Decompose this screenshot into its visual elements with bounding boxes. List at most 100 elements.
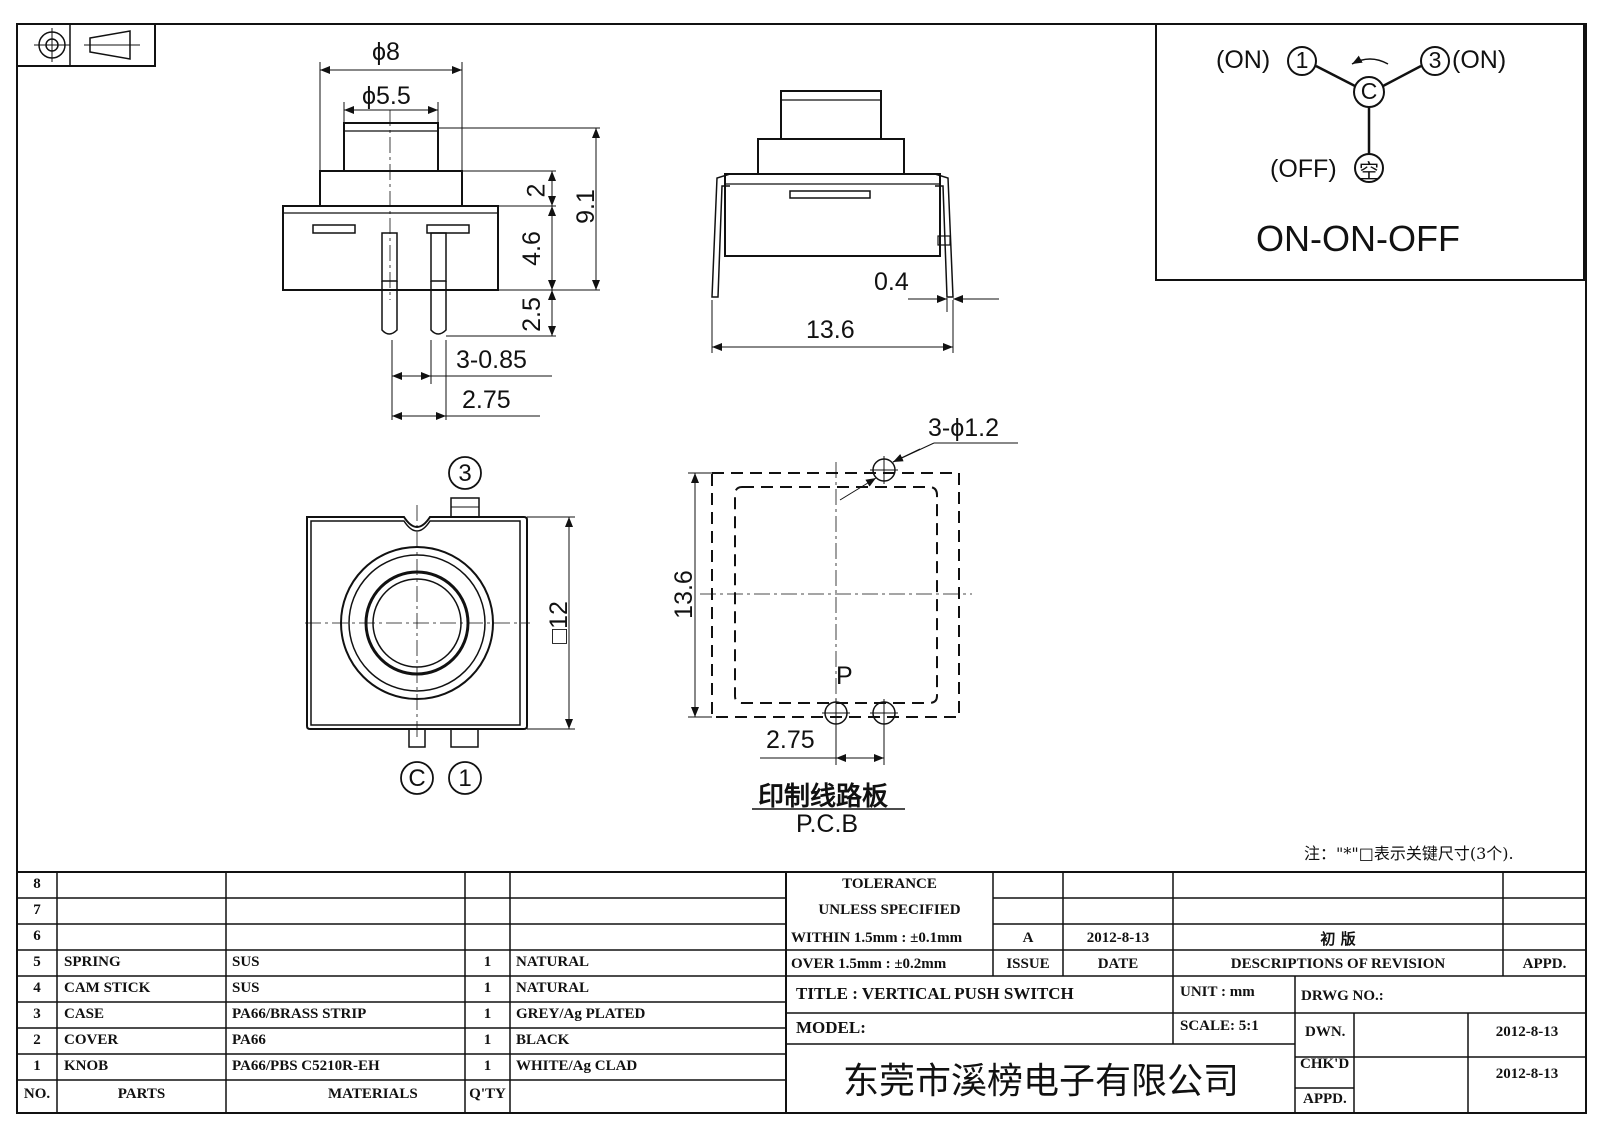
date-label: DATE bbox=[1097, 956, 1139, 972]
drwg-no-label: DRWG NO.: bbox=[1301, 988, 1384, 1004]
dwn-date: 2012-8-13 bbox=[1495, 1024, 1559, 1040]
schematic-mode: ON-ON-OFF bbox=[1256, 218, 1460, 259]
table-cell-part: COVER bbox=[64, 1032, 119, 1048]
table-row-no: 1 bbox=[33, 1058, 41, 1074]
descriptions-label: DESCRIPTIONS OF REVISION bbox=[1230, 956, 1446, 972]
table-row-no: 5 bbox=[33, 954, 41, 970]
table-cell-material: PA66 bbox=[232, 1032, 266, 1048]
dim-lead: 0.4 bbox=[874, 268, 909, 296]
dim-h4-6: 4.6 bbox=[517, 231, 546, 266]
projection-symbol bbox=[16, 23, 156, 67]
top-view-dimensions bbox=[527, 516, 575, 730]
dim-h2-5: 2.5 bbox=[517, 297, 546, 332]
table-cell-qty: 1 bbox=[483, 1006, 492, 1022]
dim-pcb-height: 13.6 bbox=[669, 570, 698, 619]
table-cell-part: SPRING bbox=[64, 954, 121, 970]
issue-label: ISSUE bbox=[1006, 956, 1050, 972]
schematic-pin3-circle bbox=[1420, 46, 1450, 76]
dim-pitch-side: 2.75 bbox=[462, 386, 511, 414]
table-cell-material: SUS bbox=[232, 980, 260, 996]
table-row-no: 2 bbox=[33, 1032, 41, 1048]
dim-phi5-5: ϕ5.5 bbox=[362, 82, 411, 110]
sheet-border bbox=[16, 23, 1587, 1114]
pcb-layout bbox=[700, 456, 972, 730]
pinC-circle bbox=[400, 761, 434, 795]
pin3-label: 3 bbox=[458, 460, 472, 487]
schematic-off-symbol: 空 bbox=[1359, 159, 1379, 183]
dim-h2: 2 bbox=[522, 183, 551, 198]
schematic-right-pin: 3 bbox=[1428, 47, 1442, 73]
dim-h9-1: 9.1 bbox=[571, 189, 600, 224]
tolerance-line-2: UNLESS SPECIFIED bbox=[818, 902, 961, 918]
appd-label: APPD. bbox=[1522, 956, 1567, 972]
pin3-circle bbox=[448, 456, 482, 490]
note-text: 注："*"□表示关键尺寸(3个). bbox=[1304, 844, 1514, 863]
company-name: 东莞市溪榜电子有限公司 bbox=[843, 1061, 1240, 1102]
table-cell-qty: 1 bbox=[483, 1032, 492, 1048]
table-cell-qty: 1 bbox=[483, 980, 492, 996]
scale-label: SCALE: 5:1 bbox=[1180, 1018, 1259, 1034]
dim-pcb-pitch: 2.75 bbox=[766, 726, 815, 754]
schematic-right-state: (ON) bbox=[1452, 46, 1507, 74]
table-cell-finish: NATURAL bbox=[516, 954, 590, 970]
dwn-label: DWN. bbox=[1305, 1024, 1346, 1040]
dim-hole-spec: 3-ϕ1.2 bbox=[928, 414, 999, 442]
table-row-no: 6 bbox=[33, 928, 41, 944]
table-header-parts: PARTS bbox=[117, 1086, 166, 1102]
pinC-label: C bbox=[408, 765, 426, 792]
table-row-no: 4 bbox=[33, 980, 41, 996]
front-view bbox=[282, 110, 499, 335]
dim-phi8: ϕ8 bbox=[372, 38, 400, 66]
chkd-label: CHK'D bbox=[1300, 1056, 1350, 1072]
dim-square-12: □12 bbox=[544, 601, 573, 644]
pin-labels bbox=[400, 456, 482, 795]
pin-p-label: P bbox=[836, 662, 853, 690]
table-cell-part: KNOB bbox=[64, 1058, 109, 1074]
table-header-qty: Q'TY bbox=[469, 1086, 506, 1102]
table-cell-material: SUS bbox=[232, 954, 260, 970]
dim-pin-count-width: 3-0.85 bbox=[456, 346, 527, 374]
table-cell-qty: 1 bbox=[483, 954, 492, 970]
table-header-materials: MATERIALS bbox=[328, 1086, 418, 1102]
top-view bbox=[305, 497, 530, 748]
rotation-arrow bbox=[1351, 55, 1389, 65]
schematic-box bbox=[1155, 23, 1585, 281]
model-label: MODEL: bbox=[796, 1018, 866, 1037]
table-cell-finish: WHITE/Ag CLAD bbox=[516, 1058, 638, 1074]
pcb-label-en: P.C.B bbox=[796, 810, 859, 838]
tolerance-line-4: OVER 1.5mm : ±0.2mm bbox=[791, 956, 947, 972]
schematic-pin1-circle bbox=[1287, 46, 1317, 76]
revision-description: 初 版 bbox=[1320, 930, 1356, 948]
issue-value: A bbox=[1022, 930, 1034, 946]
table-row-no: 7 bbox=[33, 902, 41, 918]
chkd-date: 2012-8-13 bbox=[1495, 1066, 1559, 1082]
unit-label: UNIT : mm bbox=[1180, 984, 1255, 1000]
title-block-lines bbox=[17, 871, 1586, 1113]
pcb-label-cn: 印制线路板 bbox=[758, 782, 889, 812]
dim-width-side: 13.6 bbox=[806, 316, 855, 344]
schematic-left-pin: 1 bbox=[1295, 47, 1309, 73]
table-cell-finish: BLACK bbox=[516, 1032, 570, 1048]
schematic-off-state: (OFF) bbox=[1270, 155, 1337, 183]
table-cell-qty: 1 bbox=[483, 1058, 492, 1074]
schematic-left-state: (ON) bbox=[1216, 46, 1271, 74]
table-cell-finish: GREY/Ag PLATED bbox=[516, 1006, 646, 1022]
table-header-no: NO. bbox=[23, 1086, 51, 1102]
table-cell-part: CASE bbox=[64, 1006, 105, 1022]
side-view bbox=[711, 90, 954, 298]
schematic-center-pin: C bbox=[1360, 78, 1378, 104]
tolerance-line-1: TOLERANCE bbox=[842, 876, 937, 892]
front-view-dimensions bbox=[319, 62, 600, 420]
side-view-dimensions bbox=[711, 295, 999, 353]
table-cell-part: CAM STICK bbox=[64, 980, 151, 996]
date-value: 2012-8-13 bbox=[1086, 930, 1150, 946]
pcb-dimensions bbox=[688, 442, 1018, 810]
pin1-label: 1 bbox=[458, 765, 472, 792]
table-cell-material: PA66/PBS C5210R-EH bbox=[232, 1058, 380, 1074]
pin1-circle bbox=[448, 761, 482, 795]
drawing-title: TITLE : VERTICAL PUSH SWITCH bbox=[796, 984, 1074, 1003]
table-row-no: 8 bbox=[33, 876, 41, 892]
appd2-label: APPD. bbox=[1303, 1091, 1347, 1107]
table-cell-material: PA66/BRASS STRIP bbox=[232, 1006, 367, 1022]
